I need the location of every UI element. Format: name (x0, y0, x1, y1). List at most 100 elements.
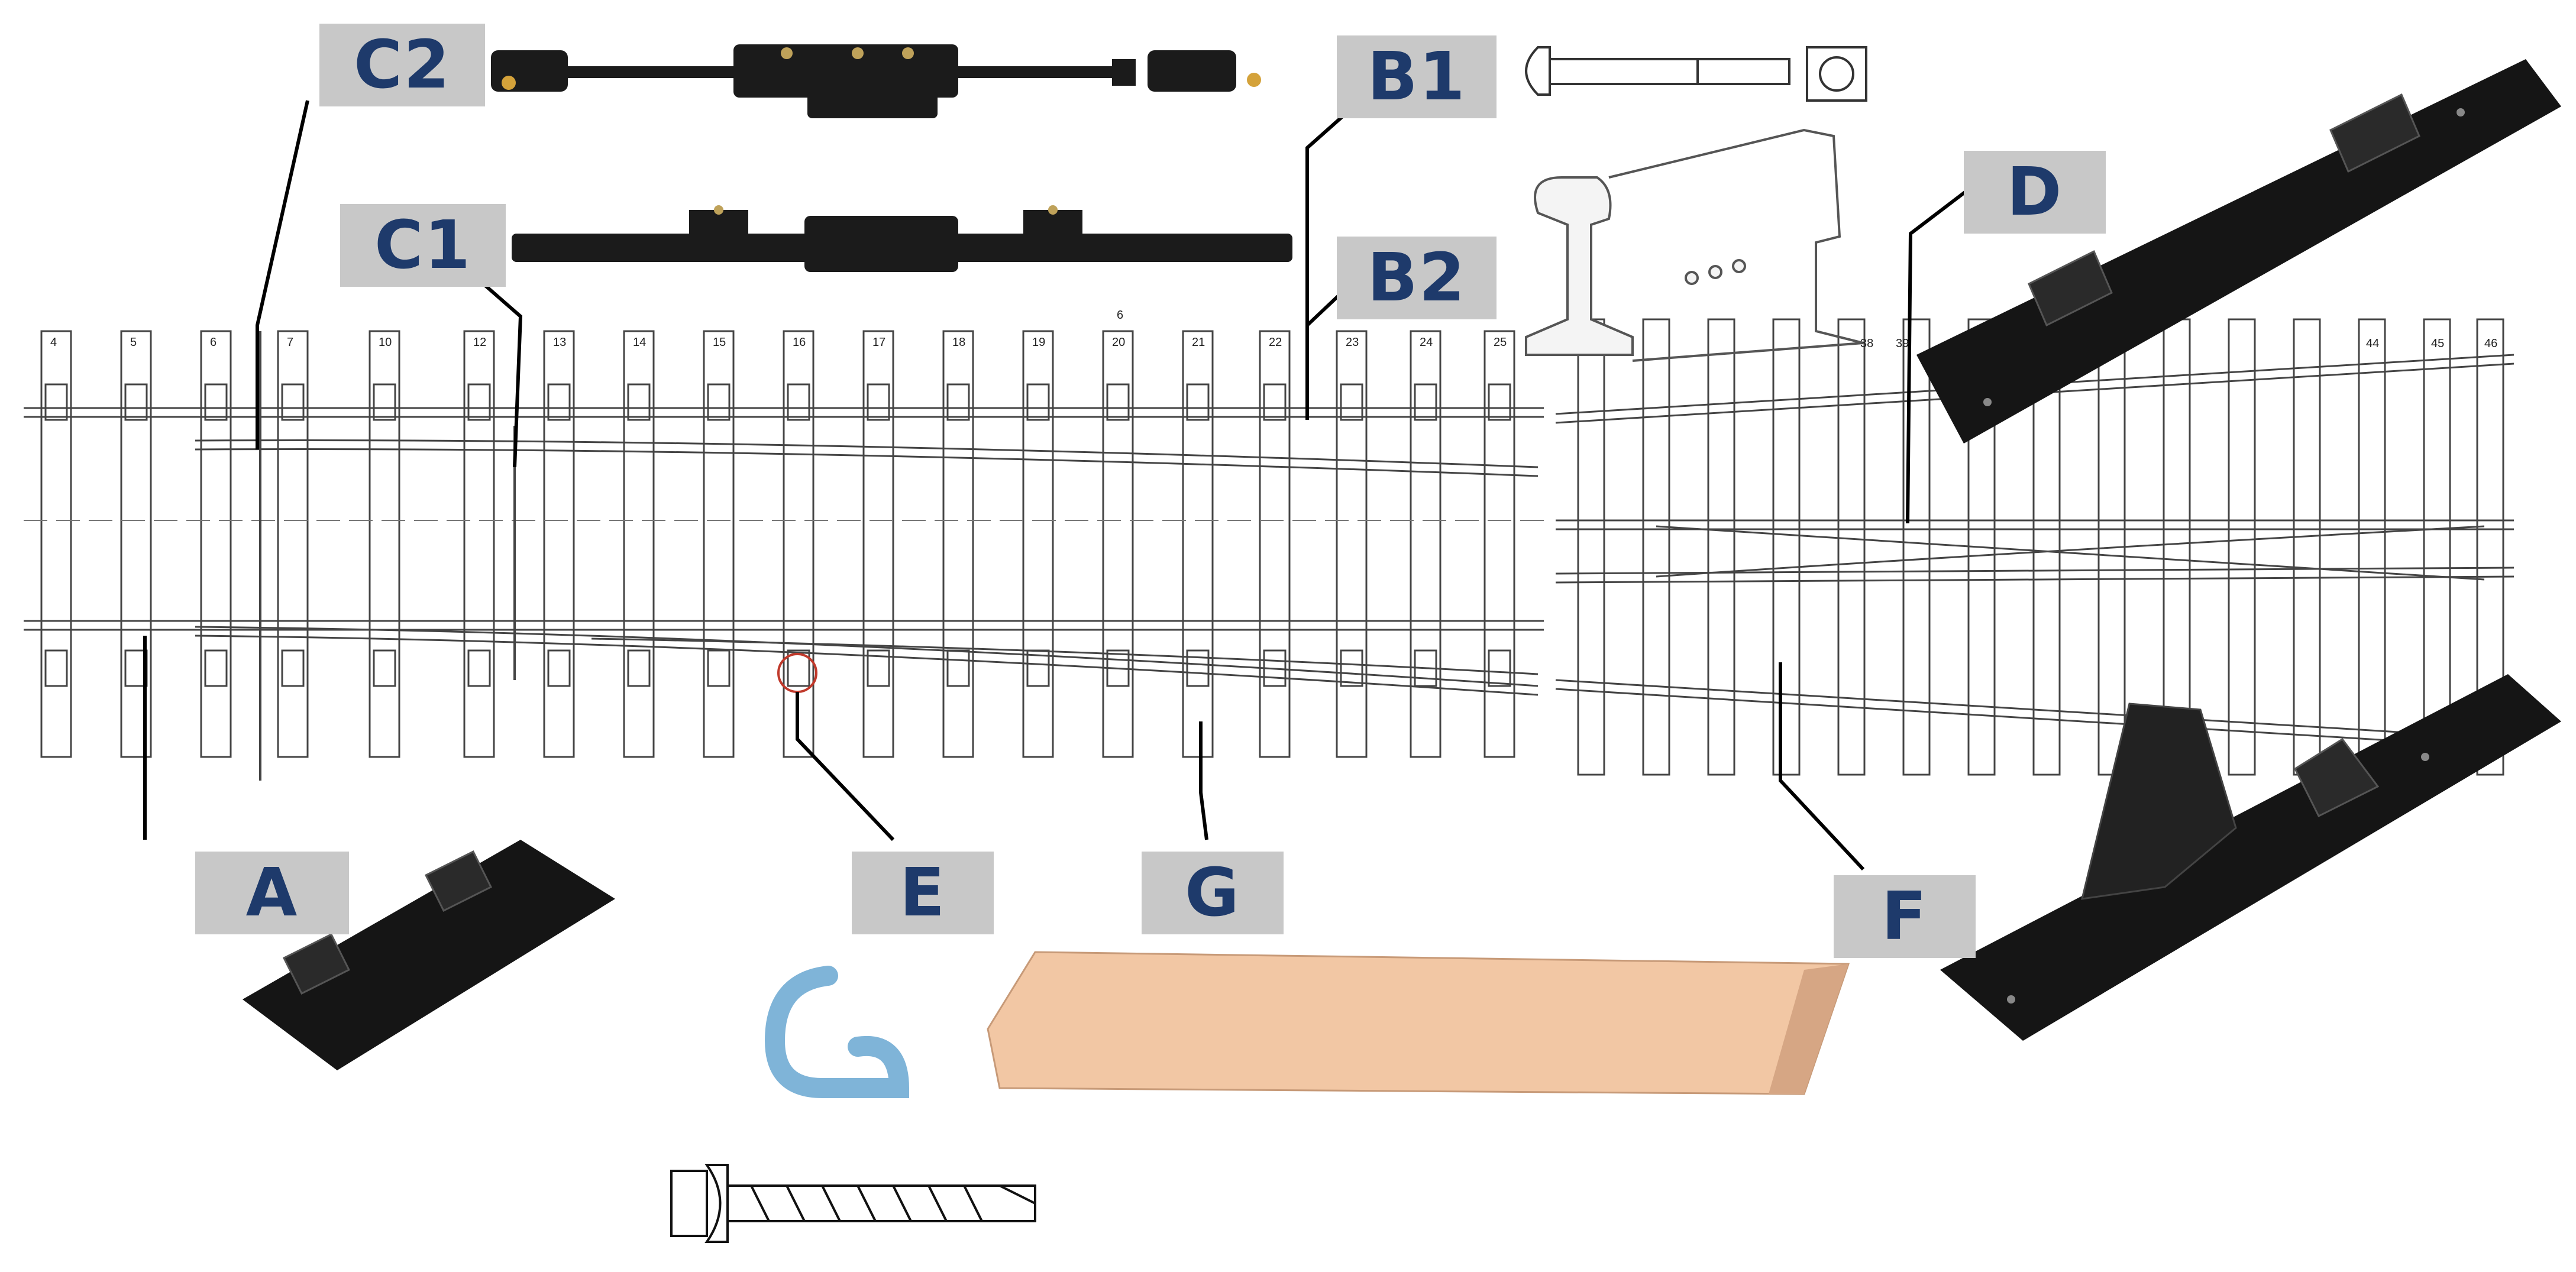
baseplate-mark (1186, 649, 1210, 687)
screw-spike-icon (670, 1164, 1036, 1243)
sleeper (703, 330, 735, 758)
sleeper (1483, 330, 1515, 758)
sleeper (1642, 318, 1670, 776)
sleeper-number: 7 (287, 336, 294, 349)
baseplate-mark (467, 383, 491, 421)
switch-rod-icon (512, 205, 1292, 272)
sleeper (2293, 318, 2321, 776)
baseplate-mark (547, 383, 571, 421)
sleeper (1707, 318, 1735, 776)
sleeper (2476, 318, 2504, 776)
label-D: D (1964, 151, 2106, 234)
wooden-sleeper-icon (987, 951, 1850, 1095)
baseplate-mark (1340, 649, 1363, 687)
sleeper (463, 330, 495, 758)
sleeper-number: 38 (1860, 337, 1874, 350)
sleeper-number: 45 (2431, 337, 2445, 350)
baseplate-mark (44, 383, 68, 421)
sleeper-number: 22 (1269, 336, 1282, 349)
baseplate-mark (1414, 383, 1437, 421)
sleeper-number: 44 (2366, 337, 2380, 350)
sleeper (543, 330, 575, 758)
sleeper (1182, 330, 1214, 758)
sleeper (862, 330, 894, 758)
sleeper-number: 4 (50, 336, 57, 349)
sleeper (277, 330, 309, 758)
sleeper (1410, 330, 1441, 758)
bolt-icon (1525, 46, 1867, 102)
sleeper (1022, 330, 1054, 758)
baseplate-mark (44, 649, 68, 687)
baseplate-mark (1026, 383, 1050, 421)
baseplate-mark (867, 383, 890, 421)
label-B2: B2 (1337, 237, 1497, 319)
sleeper (40, 330, 72, 758)
sleeper-number: 10 (379, 336, 392, 349)
rail-profile-icon (1525, 128, 1864, 362)
baseplate-mark (373, 383, 396, 421)
sleeper-number: 18 (952, 336, 966, 349)
baseplate-mark (1488, 383, 1511, 421)
baseplate-mark (281, 383, 305, 421)
sleeper-number: 5 (130, 336, 137, 349)
baseplate-mark (946, 383, 970, 421)
baseplate-mark (467, 649, 491, 687)
baseplate-mark (373, 649, 396, 687)
baseplate-mark (1488, 649, 1511, 687)
baseplate-mark (124, 383, 148, 421)
baseplate-mark (1263, 383, 1287, 421)
baseplate-mark (627, 383, 651, 421)
baseplate-mark (204, 649, 228, 687)
label-C1: C1 (340, 204, 506, 287)
sleeper (1837, 318, 1866, 776)
elastic-clip-icon (764, 966, 910, 1098)
sleeper (200, 330, 232, 758)
sleeper-number-extra: 6 (1117, 309, 1124, 322)
baseplate-mark (281, 649, 305, 687)
sleeper-number: 17 (872, 336, 886, 349)
sleeper-number: 14 (633, 336, 647, 349)
baseplate-mark (1106, 383, 1130, 421)
label-G: G (1142, 852, 1284, 934)
sleeper-number: 39 (1896, 337, 1909, 350)
label-F: F (1834, 875, 1976, 958)
sleeper-number: 6 (210, 336, 217, 349)
sleeper (1772, 318, 1801, 776)
sleeper (2228, 318, 2256, 776)
sleeper (369, 330, 400, 758)
label-B1: B1 (1337, 35, 1497, 118)
label-A: A (195, 852, 349, 934)
sleeper (1902, 318, 1931, 776)
label-C2: C2 (319, 24, 485, 106)
baseplate-mark (787, 383, 810, 421)
sleeper-number: 12 (473, 336, 487, 349)
sleeper-number: 23 (1346, 336, 1359, 349)
baseplate-mark (204, 383, 228, 421)
baseplate-icon (243, 840, 615, 1070)
baseplate-mark (946, 649, 970, 687)
sleeper (783, 330, 815, 758)
heel-block-plate-icon (1940, 674, 2561, 1041)
baseplate-mark (1340, 383, 1363, 421)
baseplate-mark (787, 649, 810, 687)
baseplate-mark (707, 383, 731, 421)
sleeper (1259, 330, 1291, 758)
right-crossing-plan (1555, 318, 2514, 776)
slide-chair-plate-icon (1916, 59, 2561, 444)
baseplate-mark (867, 649, 890, 687)
baseplate-mark (627, 649, 651, 687)
baseplate-mark (1186, 383, 1210, 421)
sleeper-number: 15 (713, 336, 726, 349)
left-turnout-plan (24, 330, 1544, 781)
sleeper (120, 330, 152, 758)
sleeper (623, 330, 655, 758)
tie-rod-icon (491, 44, 1261, 118)
sleeper (2358, 318, 2386, 776)
sleeper-number: 21 (1192, 336, 1205, 349)
sleeper (942, 330, 974, 758)
sleeper (1102, 330, 1134, 758)
sleeper (1336, 330, 1368, 758)
sleeper-number: 24 (1420, 336, 1433, 349)
